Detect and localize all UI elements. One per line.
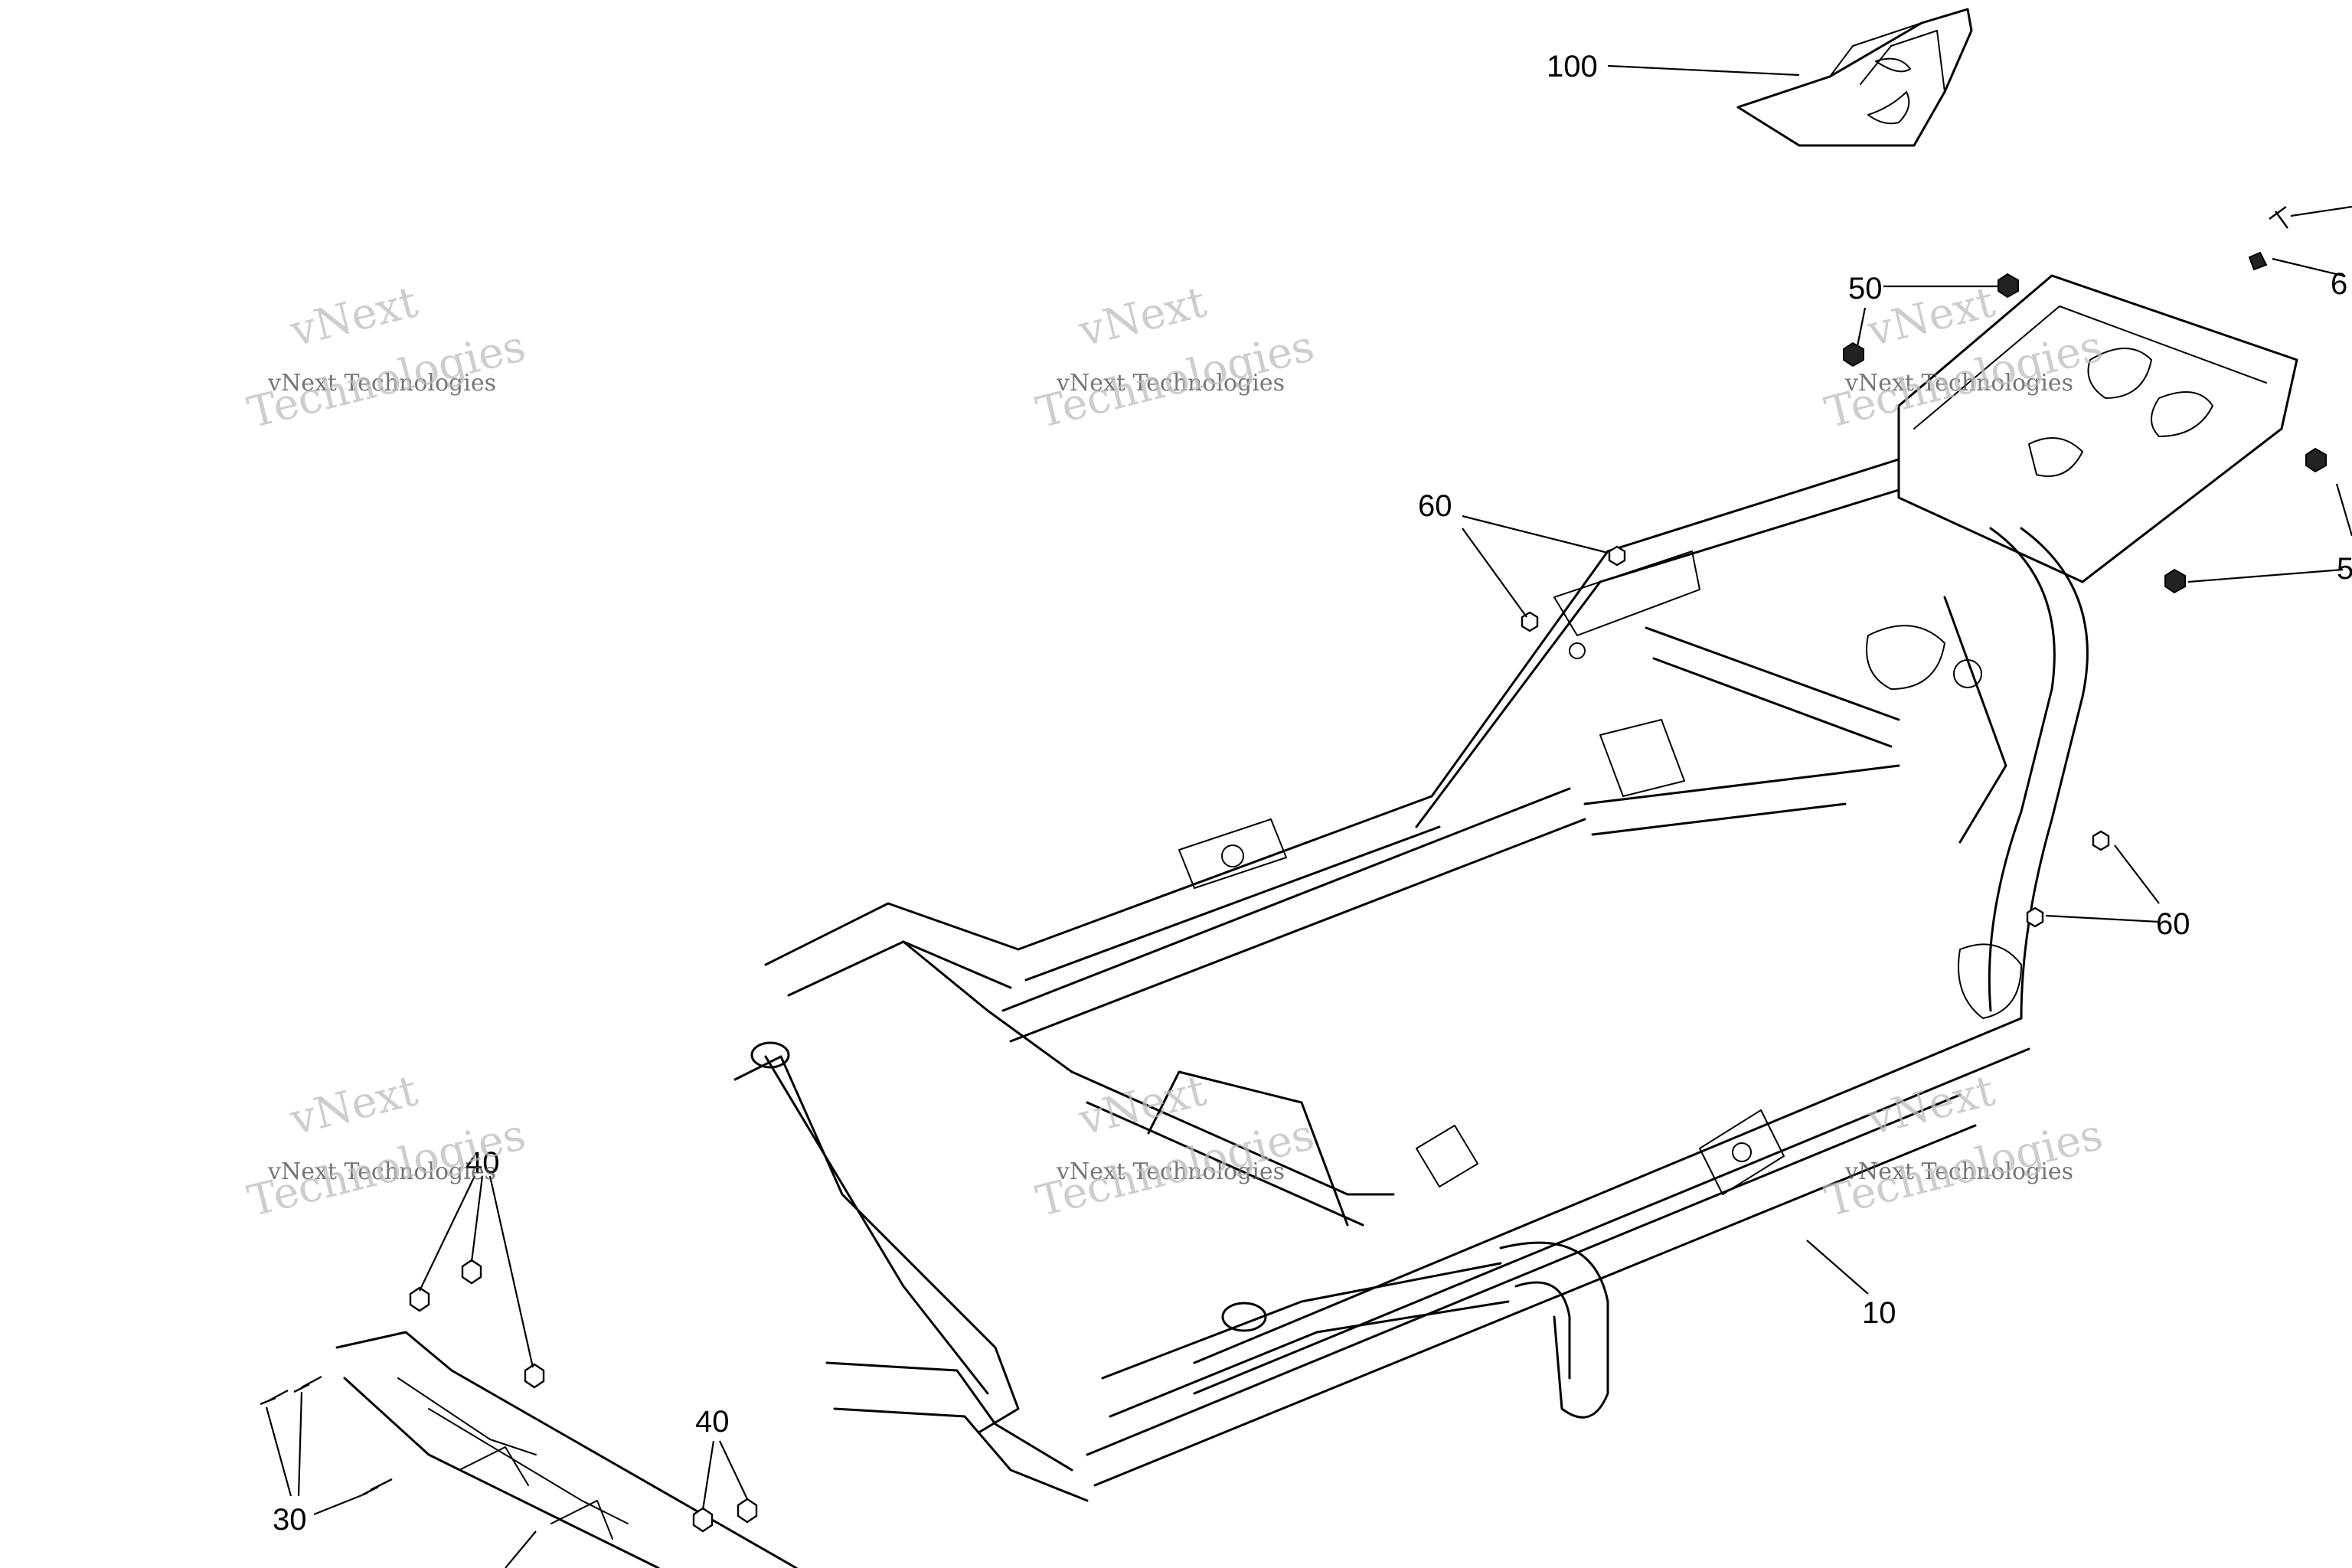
callout-60-edge: 6 <box>2331 267 2347 301</box>
callout-50: 50 <box>1848 272 1883 305</box>
watermark-line2: vNext Technologies <box>1844 370 2073 397</box>
watermark-line1: vNext <box>1862 277 2000 357</box>
watermark-line3: Technologies <box>1820 322 2107 439</box>
watermark-line2: vNext Technologies <box>267 1158 496 1185</box>
leader-lines <box>265 64 2352 1568</box>
callouts: 100 50 5 60 60 6 10 40 40 30 <box>273 50 2352 1537</box>
watermark-line3: Technologies <box>243 1110 530 1227</box>
callout-50-edge: 5 <box>2337 552 2352 586</box>
watermark-line3: Technologies <box>1820 1110 2107 1227</box>
callout-30: 30 <box>273 1503 307 1537</box>
part-10-main-frame <box>733 274 2298 1502</box>
watermark-5: vNext vNext Technologies Technologies <box>1031 1066 1318 1227</box>
watermark-4: vNext vNext Technologies Technologies <box>243 1066 530 1227</box>
watermark-1: vNext vNext Technologies Technologies <box>243 277 530 439</box>
watermark-2: vNext vNext Technologies Technologies <box>1031 277 1318 439</box>
part-100-bracket <box>1736 8 1973 147</box>
front-crossmember <box>335 1331 798 1568</box>
watermark-line1: vNext <box>1073 277 1211 357</box>
watermark-6: vNext vNext Technologies Technologies <box>1820 1066 2107 1227</box>
callout-40-left: 40 <box>466 1146 500 1180</box>
watermark-line2: vNext Technologies <box>1844 1158 2073 1185</box>
watermark-line1: vNext <box>1862 1066 2000 1145</box>
callout-40-bottom: 40 <box>695 1405 730 1439</box>
watermark-line1: vNext <box>1073 1066 1211 1145</box>
watermark-line3: Technologies <box>1031 1110 1318 1227</box>
watermark-line2: vNext Technologies <box>267 370 496 397</box>
watermark-line2: vNext Technologies <box>1056 370 1285 397</box>
fasteners <box>260 206 2327 1533</box>
callout-60-right: 60 <box>2156 907 2190 941</box>
watermark-line3: Technologies <box>243 322 530 439</box>
callout-60-top: 60 <box>1418 489 1452 523</box>
watermark-line1: vNext <box>285 277 423 357</box>
callout-100: 100 <box>1547 50 1598 83</box>
callout-10: 10 <box>1862 1296 1896 1330</box>
watermark-line1: vNext <box>285 1066 423 1145</box>
watermark-line2: vNext Technologies <box>1056 1158 1285 1185</box>
watermark-line3: Technologies <box>1031 322 1318 439</box>
